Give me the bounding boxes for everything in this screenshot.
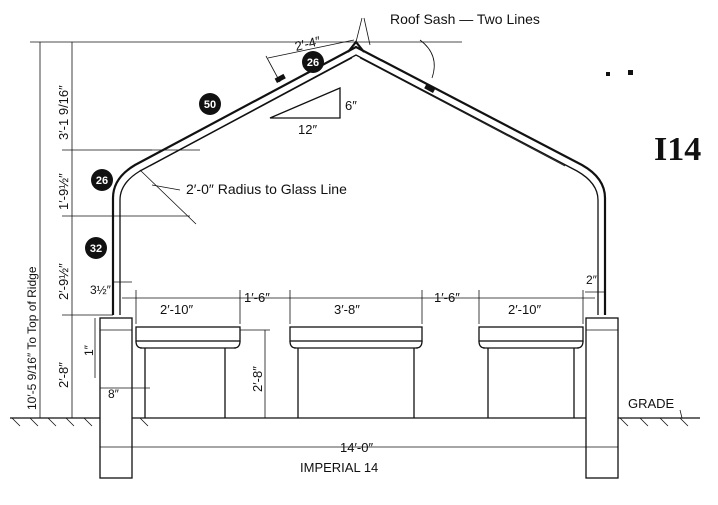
outer-frame-line	[111, 45, 607, 315]
bench-spacing-2: 1′-6″	[244, 290, 270, 305]
bench-spacing-5: 2′-10″	[508, 302, 541, 317]
pitch-rise: 6″	[345, 98, 357, 113]
foundation-width: 8″	[108, 387, 120, 401]
roof-height: 3′-1 9/16″	[56, 85, 71, 140]
sash-block	[274, 73, 286, 83]
bench-spacing-1: 2′-10″	[160, 302, 193, 317]
wall-offset: 3½″	[90, 283, 112, 297]
bench-left	[135, 326, 241, 418]
left-foundation	[99, 317, 133, 479]
bench-height: 2′-8″	[250, 366, 265, 392]
badge-roof: 50	[199, 93, 221, 115]
svg-text:26: 26	[96, 175, 108, 187]
grade-label: GRADE	[628, 396, 675, 411]
sash-block	[424, 83, 436, 93]
benches	[135, 326, 584, 418]
ridge-sash-width: 2′-4″	[293, 33, 322, 54]
greenhouse-frame	[111, 40, 607, 315]
right-offset: 2″	[586, 273, 598, 287]
bench-spacing-4: 1′-6″	[434, 290, 460, 305]
badge-ridge: 26	[302, 51, 324, 73]
curve-height: 1′-9½″	[56, 173, 71, 210]
sash-line-left	[149, 57, 353, 167]
bench-spacing-3: 3′-8″	[334, 302, 360, 317]
badge-wall: 32	[85, 237, 107, 259]
pitch-run: 12″	[298, 122, 317, 137]
total-height: 10′-5 9/16″ To Top of Ridge	[25, 266, 39, 410]
svg-text:32: 32	[90, 243, 102, 255]
svg-text:26: 26	[307, 57, 319, 69]
foundations	[99, 317, 619, 479]
overall-width: 14′-0″	[340, 440, 373, 455]
dimension-labels: 2′-4″ 10′-5 9/16″ To Top of Ridge 3′-1 9…	[25, 33, 598, 455]
sash-line-right	[359, 57, 566, 167]
caption: IMPERIAL 14	[300, 460, 378, 475]
wall-glass-height: 2′-9½″	[56, 263, 71, 300]
right-foundation	[585, 317, 619, 479]
bench-center	[289, 326, 423, 418]
small-one: 1″	[82, 344, 96, 356]
grade-line	[10, 417, 700, 427]
member-badges: 26 50 26 32	[85, 51, 324, 259]
inner-frame-line	[119, 54, 599, 315]
radius-label: 2′-0″ Radius to Glass Line	[186, 181, 347, 197]
bench-right	[478, 326, 584, 418]
roof-sash-label: Roof Sash — Two Lines	[390, 11, 540, 27]
dimension-lines	[30, 17, 683, 452]
badge-curve: 26	[91, 169, 113, 191]
foundation-height: 2′-8″	[56, 362, 71, 388]
svg-text:50: 50	[204, 99, 216, 111]
model-code: I14	[654, 131, 701, 168]
pitch-triangle	[269, 87, 341, 119]
labels: Roof Sash — Two Lines 2′-0″ Radius to Gl…	[186, 11, 701, 475]
